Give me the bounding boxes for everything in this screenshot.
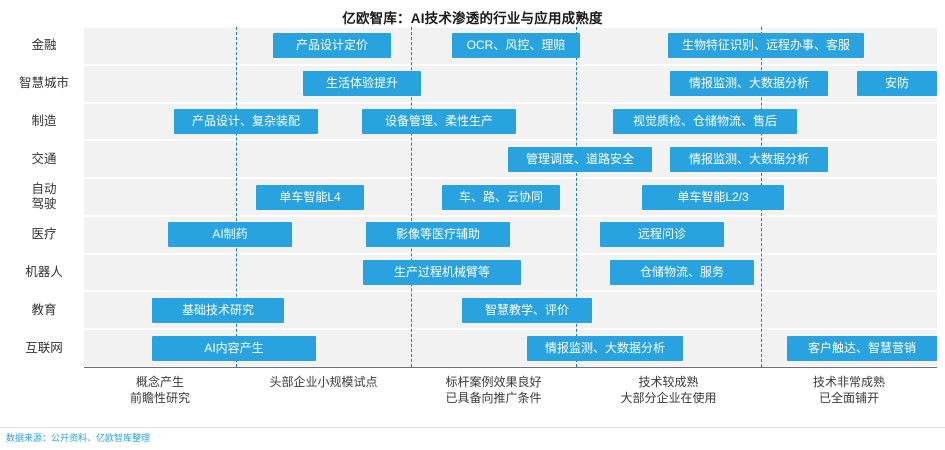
maturity-cell: 设备管理、柔性生产 xyxy=(362,108,516,134)
maturity-cell: 产品设计、复杂装配 xyxy=(174,108,318,134)
row-label-医疗: 医疗 xyxy=(8,227,80,242)
stage-separator xyxy=(411,27,412,367)
row-band xyxy=(84,215,937,254)
stage-label-line: 前瞻性研究 xyxy=(129,391,190,405)
stage-label: 技术非常成熟已全面铺开 xyxy=(749,374,945,406)
source-note: 数据来源：公开资料、亿欧智库整理 xyxy=(6,433,151,443)
stage-label: 头部企业小规模试点 xyxy=(224,374,424,390)
maturity-cell: 仓储物流、服务 xyxy=(610,260,754,286)
row-label-自动驾驶: 自动驾驶 xyxy=(8,182,80,212)
maturity-cell: 智慧教学、评价 xyxy=(462,297,592,323)
page-title: 亿欧智库：AI技术渗透的行业与应用成熟度 xyxy=(342,11,603,26)
maturity-cell: 单车智能L2/3 xyxy=(642,184,784,210)
row-label-智慧城市: 智慧城市 xyxy=(8,76,80,91)
stage-label-line: 技术非常成熟 xyxy=(812,375,885,389)
maturity-cell: 基础技术研究 xyxy=(152,297,284,323)
maturity-cell: 情报监测、大数据分析 xyxy=(527,335,683,361)
maturity-cell: 管理调度、道路安全 xyxy=(508,146,652,172)
x-axis-stage-labels: 概念产生前瞻性研究头部企业小规模试点标杆案例效果良好已具备向推广条件技术较成熟大… xyxy=(0,374,945,424)
maturity-cell: 单车智能L4 xyxy=(256,184,364,210)
x-axis-line xyxy=(84,367,937,368)
row-label-交通: 交通 xyxy=(8,152,80,167)
maturity-cell: AI制药 xyxy=(168,222,292,248)
row-label-制造: 制造 xyxy=(8,114,80,129)
row-label-金融: 金融 xyxy=(8,38,80,53)
stage-label-line: 头部企业小规模试点 xyxy=(269,375,378,389)
maturity-cell: 生活体验提升 xyxy=(303,71,421,97)
maturity-cell: 远程问诊 xyxy=(600,222,724,248)
maturity-cell: 情报监测、大数据分析 xyxy=(670,146,828,172)
maturity-cell: 情报监测、大数据分析 xyxy=(670,71,828,97)
stage-separator xyxy=(236,27,237,367)
row-label-line: 医疗 xyxy=(31,227,57,242)
row-label-line: 互联网 xyxy=(25,340,63,355)
row-label-line: 制造 xyxy=(31,113,57,128)
maturity-cell: 生产过程机械臂等 xyxy=(363,260,521,286)
stage-label: 技术较成熟大部分企业在使用 xyxy=(569,374,769,406)
stage-label-line: 技术较成熟 xyxy=(638,375,699,389)
chart-plot-area: 金融智慧城市制造交通自动驾驶医疗机器人教育互联网 产品设计定价 OCR、风控、理赔… xyxy=(0,27,945,372)
row-label-教育: 教育 xyxy=(8,303,80,318)
row-label-line: 自动 xyxy=(31,182,57,196)
row-label-互联网: 互联网 xyxy=(8,341,80,356)
stage-separator xyxy=(576,27,577,367)
maturity-cell: 影像等医疗辅助 xyxy=(366,222,510,248)
row-label-line: 驾驶 xyxy=(31,197,57,211)
stage-label-line: 标杆案例效果良好 xyxy=(445,375,542,389)
maturity-cell: 安防 xyxy=(857,71,937,97)
maturity-cell: 产品设计定价 xyxy=(273,33,391,59)
row-label-line: 交通 xyxy=(31,151,57,166)
row-label-line: 教育 xyxy=(31,302,57,317)
maturity-cell: 视觉质检、仓储物流、售后 xyxy=(613,108,797,134)
maturity-cell: OCR、风控、理赔 xyxy=(452,33,580,59)
stage-label-line: 已具备向推广条件 xyxy=(445,391,542,405)
maturity-cell: AI内容产生 xyxy=(152,335,316,361)
row-label-line: 机器人 xyxy=(25,265,63,280)
maturity-cell: 客户触达、智慧营销 xyxy=(787,335,937,361)
maturity-cell: 车、路、云协同 xyxy=(442,184,560,210)
stage-label-line: 概念产生 xyxy=(135,375,184,389)
row-label-line: 金融 xyxy=(31,38,57,53)
stage-label-line: 大部分企业在使用 xyxy=(620,391,717,405)
row-label-机器人: 机器人 xyxy=(8,265,80,280)
stage-label: 标杆案例效果良好已具备向推广条件 xyxy=(394,374,594,406)
footer-divider xyxy=(0,427,945,428)
row-label-line: 智慧城市 xyxy=(18,76,69,91)
stage-label-line: 已全面铺开 xyxy=(818,391,879,405)
stage-label: 概念产生前瞻性研究 xyxy=(60,374,260,406)
maturity-cell: 生物特征识别、远程办事、客服 xyxy=(668,33,864,59)
